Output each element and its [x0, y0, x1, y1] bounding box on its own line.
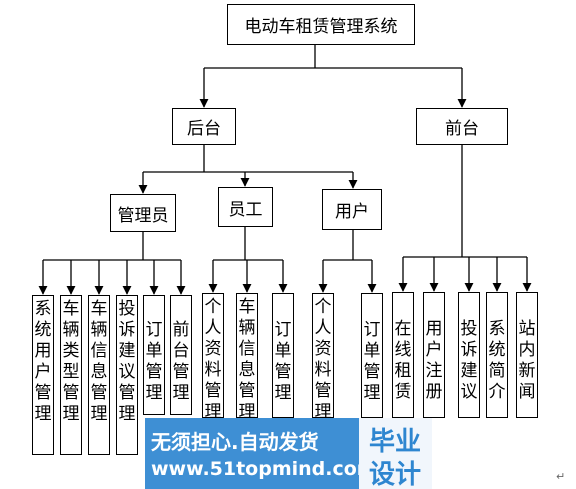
watermark-left-panel: 无须担心.自动发货 www.51topmind.com — [145, 418, 377, 489]
module-label: 在线租赁 — [394, 319, 412, 402]
root-node: 电动车租赁管理系统 — [227, 4, 415, 45]
module-label: 前台管理 — [172, 320, 190, 403]
module-label: 订单管理 — [274, 320, 292, 403]
module-staff-1: 个人资料管理 — [202, 293, 224, 418]
module-label: 用户注册 — [425, 319, 443, 402]
admin-node-label: 管理员 — [117, 205, 169, 226]
module-admin-3: 车辆信息管理 — [88, 295, 110, 455]
watermark-right-panel: 毕业 设计 — [359, 418, 432, 489]
backend-node-label: 后台 — [187, 119, 221, 139]
watermark-slogan: 无须担心.自动发货 — [151, 430, 319, 454]
frontend-node: 前台 — [416, 108, 508, 145]
root-node-label: 电动车租赁管理系统 — [244, 17, 398, 37]
watermark-url: www.51topmind.com — [151, 458, 377, 480]
staff-node-label: 员工 — [228, 199, 263, 220]
module-frontend-4: 系统简介 — [486, 292, 508, 418]
module-user-1: 个人资料管理 — [312, 293, 334, 418]
module-admin-6: 前台管理 — [170, 295, 192, 415]
paragraph-mark: ↵ — [556, 470, 566, 483]
backend-node: 后台 — [172, 108, 236, 145]
watermark-text-bottom: 设计 — [369, 460, 422, 489]
module-admin-5: 订单管理 — [143, 295, 165, 415]
module-label: 站内新闻 — [518, 319, 536, 402]
module-admin-1: 系统用户管理 — [32, 295, 54, 455]
module-admin-2: 车辆类型管理 — [60, 295, 82, 455]
module-label: 订单管理 — [145, 320, 163, 403]
module-user-2: 订单管理 — [361, 293, 383, 418]
module-label: 系统用户管理 — [34, 299, 52, 424]
module-frontend-1: 在线租赁 — [392, 292, 414, 418]
module-label: 订单管理 — [363, 320, 381, 403]
module-frontend-2: 用户注册 — [423, 292, 445, 418]
watermark-text-top: 毕业 — [369, 427, 422, 457]
user-node-label: 用户 — [335, 202, 369, 222]
module-label: 车辆信息管理 — [238, 297, 256, 418]
module-label: 投诉建议 — [460, 319, 478, 402]
user-node: 用户 — [322, 189, 382, 230]
frontend-node-label: 前台 — [445, 119, 479, 139]
module-frontend-3: 投诉建议 — [458, 292, 480, 418]
admin-node: 管理员 — [110, 194, 176, 232]
module-label: 投诉建议管理 — [118, 299, 136, 424]
module-label: 车辆信息管理 — [90, 299, 108, 424]
module-label: 个人资料管理 — [204, 297, 222, 418]
module-label: 车辆类型管理 — [62, 299, 80, 424]
module-admin-4: 投诉建议管理 — [116, 295, 138, 455]
module-label: 个人资料管理 — [314, 297, 332, 418]
module-staff-3: 订单管理 — [272, 293, 294, 418]
module-label: 系统简介 — [488, 319, 506, 402]
watermark-banner: 无须担心.自动发货 www.51topmind.com 毕业 设计 — [145, 418, 432, 489]
module-frontend-5: 站内新闻 — [516, 292, 538, 418]
staff-node: 员工 — [218, 187, 273, 227]
module-staff-2: 车辆信息管理 — [236, 293, 258, 418]
